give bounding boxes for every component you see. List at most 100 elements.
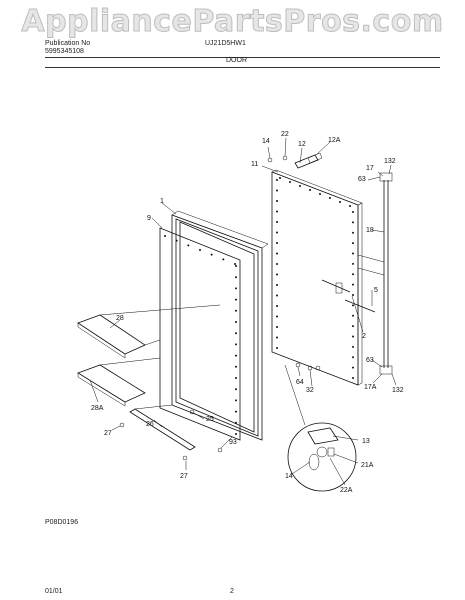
inner-door-liner <box>159 227 241 441</box>
rivet-hole <box>276 315 278 318</box>
rivet-hole <box>352 304 354 307</box>
callout-32: 32 <box>306 387 314 394</box>
publication-label: Publication No <box>45 40 91 47</box>
rivet-hole <box>235 410 237 413</box>
rivet-hole <box>349 205 351 207</box>
door-shelf-lower <box>77 357 161 407</box>
callout-14-detail: 14 <box>285 473 293 480</box>
rivet-hole <box>235 365 237 368</box>
rivet-hole <box>276 221 278 223</box>
callout-13: 13 <box>362 438 370 445</box>
callout-63-bottom: 63 <box>366 357 374 364</box>
rivet-hole <box>276 252 278 255</box>
rivet-hole <box>289 181 291 183</box>
rivet-hole <box>276 305 278 307</box>
rivet-hole <box>235 388 237 391</box>
rivet-hole <box>276 231 278 234</box>
section-rule <box>45 67 440 68</box>
rivet-hole <box>329 197 331 199</box>
rivet-hole <box>279 177 281 179</box>
rivet-hole <box>352 242 354 245</box>
rivet-hole <box>175 239 178 242</box>
callout-93: 93 <box>229 439 237 446</box>
rivet-hole <box>222 258 225 261</box>
callout-26: 26 <box>146 421 154 428</box>
callout-63-top: 63 <box>358 176 366 183</box>
rivet-hole <box>164 235 166 237</box>
rivet-hole <box>299 185 301 187</box>
rivet-hole <box>352 294 354 296</box>
rivet-hole <box>235 321 237 323</box>
rivet-hole <box>352 221 354 224</box>
leader-lines <box>89 137 397 486</box>
watermark: AppliancePartsPros.com <box>21 4 444 40</box>
rivet-hole <box>235 399 237 402</box>
rivet-hole <box>199 249 201 251</box>
rivet-hole <box>352 345 354 348</box>
rivet-hole <box>352 377 354 379</box>
rivet-hole <box>276 294 278 297</box>
rivet-hole <box>187 244 190 247</box>
rivet-hole <box>235 287 237 290</box>
rivet-hole <box>235 343 237 346</box>
callout-64: 64 <box>296 379 304 386</box>
rivet-hole <box>276 326 278 328</box>
rivet-hole <box>352 211 354 213</box>
rivet-hole <box>276 200 278 202</box>
rivet-hole <box>276 210 278 213</box>
rivet-hole <box>319 193 321 195</box>
top-hinge <box>267 152 323 169</box>
rivet-hole <box>235 265 237 267</box>
callout-132-top: 132 <box>384 158 396 165</box>
rivet-hole <box>309 189 311 191</box>
callout-1: 1 <box>160 198 164 205</box>
rivet-hole <box>235 309 237 312</box>
rivet-hole <box>276 263 278 265</box>
callout-132-bottom: 132 <box>392 387 404 394</box>
rivet-hole <box>276 189 278 192</box>
rivet-hole <box>276 336 278 339</box>
rivet-hole <box>276 179 278 181</box>
rivet-hole <box>352 252 354 255</box>
door-gasket <box>171 210 269 441</box>
rivet-hole <box>210 253 213 256</box>
callout-18: 18 <box>366 227 374 234</box>
rivet-hole <box>352 335 354 338</box>
callout-14: 14 <box>262 138 270 145</box>
rivet-hole <box>235 332 237 335</box>
rivet-hole <box>276 273 278 276</box>
callout-27-bottom: 27 <box>180 473 188 480</box>
diagram-code: P08D0196 <box>45 519 79 526</box>
callout-labels: 14 22 12 12A 11 17 132 63 18 1 9 2 5 28 … <box>91 131 404 494</box>
section-title: DOOR <box>226 57 247 64</box>
rivet-hole <box>235 298 237 301</box>
callout-28: 28 <box>116 315 124 322</box>
model-number: UJ21D5HW1 <box>205 40 246 47</box>
callout-12: 12 <box>298 141 306 148</box>
rivet-hole <box>234 263 236 265</box>
callout-2: 2 <box>362 333 366 340</box>
callout-28A: 28A <box>91 405 104 412</box>
rivet-hole <box>352 314 354 317</box>
kick-plate <box>129 404 196 451</box>
rivet-hole <box>235 433 237 435</box>
callout-12A: 12A <box>328 137 341 144</box>
rivet-hole <box>352 283 354 286</box>
hinge-rod <box>357 172 393 375</box>
rivet-hole <box>235 377 237 379</box>
callout-17A: 17A <box>364 384 377 391</box>
outer-door-panel <box>271 169 376 386</box>
rivet-hole <box>276 347 278 349</box>
callout-5: 5 <box>374 287 378 294</box>
callout-22A: 22A <box>340 487 353 494</box>
callout-25: 25 <box>206 416 214 423</box>
publication-number: 5995345108 <box>45 48 84 55</box>
callout-22: 22 <box>281 131 289 138</box>
rivet-hole <box>352 262 354 265</box>
callout-9: 9 <box>147 215 151 222</box>
rivet-hole <box>352 273 354 276</box>
rivet-hole <box>352 231 354 234</box>
rivet-hole <box>276 284 278 286</box>
callout-21A: 21A <box>361 462 374 469</box>
